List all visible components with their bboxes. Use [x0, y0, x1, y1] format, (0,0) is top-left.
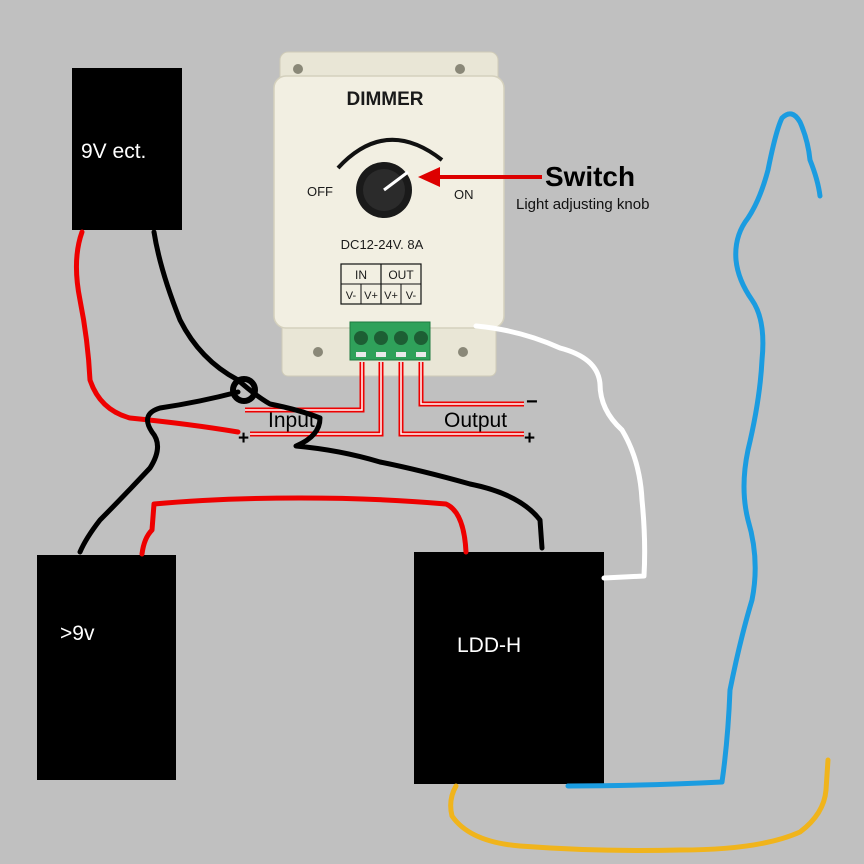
wire-yellow: [448, 757, 831, 853]
dimmer-scale-arc: [336, 138, 444, 170]
plus-right-label: +: [524, 428, 535, 449]
wire-red-9v-to-input: [73, 229, 241, 435]
knob-label: Light adjusting knob: [516, 196, 649, 213]
wire-blue: [565, 111, 823, 789]
wire-splice-knot: [230, 376, 258, 404]
input-label: Input: [268, 409, 315, 432]
supply-over-9v-label: >9v: [60, 622, 95, 645]
dimmer-rating: DC12-24V. 8A: [341, 237, 424, 252]
flange-hole-top-right: [455, 64, 465, 74]
pin-label-2: V+: [364, 290, 378, 302]
flange-hole-bottom-right: [458, 347, 468, 357]
flange-hole-top-left: [293, 64, 303, 74]
switch-arrow: [418, 167, 542, 187]
labels: 9V ect. >9v LDD-H DIMMER OFF ON DC12-24V…: [60, 89, 649, 657]
dimmer-off-label: OFF: [307, 184, 333, 199]
dimmer-module: [273, 51, 505, 377]
wire-black-9v-down: [151, 229, 545, 551]
output-label: Output: [444, 409, 507, 432]
pin-label-4: V-: [406, 290, 417, 302]
switch-label: Switch: [545, 161, 635, 192]
flange-hole-bottom-left: [313, 347, 323, 357]
dimmer-leads: [245, 362, 524, 437]
dimmer-title: DIMMER: [346, 89, 423, 110]
wire-white-dimmer-to-ldd: [473, 323, 648, 581]
adjusting-knob-graphic: [356, 162, 412, 218]
wire-black-to-over-9v: [77, 389, 241, 555]
ldd-h-box: [414, 552, 604, 784]
supply-9v-label: 9V ect.: [81, 140, 146, 163]
supply-over-9v-box: [37, 555, 176, 780]
dimmer-on-label: ON: [454, 187, 474, 202]
pin-label-1: V-: [346, 290, 357, 302]
ldd-h-label: LDD-H: [457, 634, 521, 657]
minus-label: −: [526, 391, 538, 413]
plus-left-label: +: [238, 428, 249, 449]
pin-table: [340, 263, 422, 305]
terminal-block: [349, 321, 431, 361]
pin-table-out-header: OUT: [388, 268, 414, 282]
wires: [73, 111, 831, 853]
pin-table-in-header: IN: [355, 268, 367, 282]
wire-red-over-9v-to-ldd: [139, 495, 469, 557]
supply-9v-box: [72, 68, 182, 230]
pin-label-3: V+: [384, 290, 398, 302]
